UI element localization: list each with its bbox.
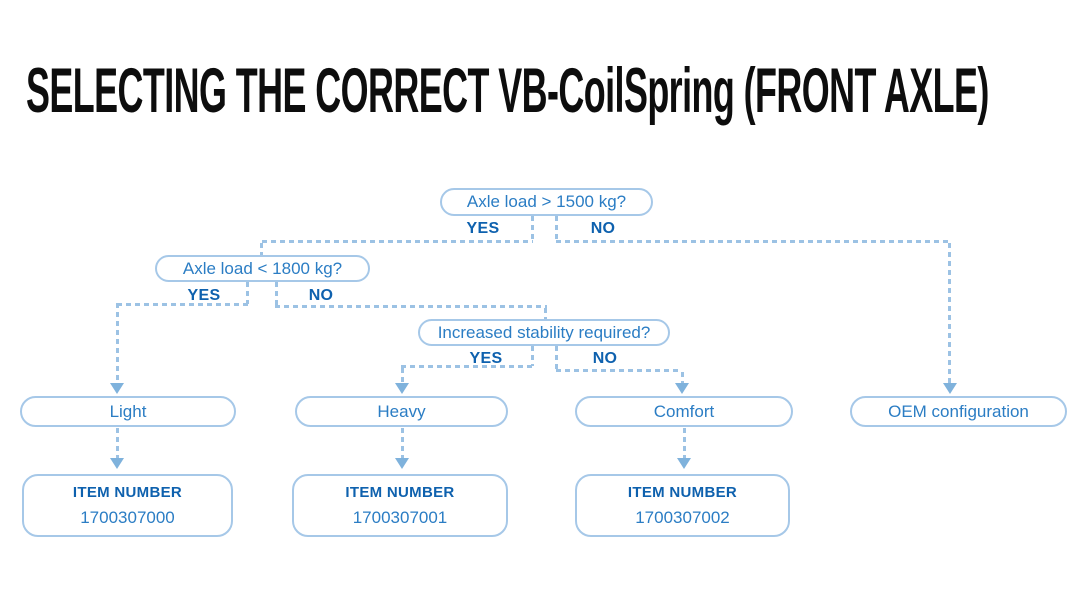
item-number-label: ITEM NUMBER: [72, 483, 183, 501]
item-number-box-heavy: ITEM NUMBER 1700307001: [292, 474, 508, 537]
connector-yes-2-stub: [246, 282, 249, 304]
decision-1-no-label: NO: [590, 220, 616, 237]
arrow-down-icon: [943, 383, 957, 394]
item-number-label: ITEM NUMBER: [627, 483, 738, 501]
arrow-down-icon: [675, 383, 689, 394]
decision-axle-load-gt-1500: Axle load > 1500 kg?: [440, 188, 653, 216]
decision-2-yes-label: YES: [187, 287, 221, 304]
option-comfort: Comfort: [575, 396, 793, 427]
connector-to-light: [116, 303, 119, 383]
connector-to-oem: [948, 243, 951, 383]
page-title: SELECTING THE CORRECT VB-CoilSpring (FRO…: [26, 56, 989, 126]
connector-yes-3-stub: [531, 346, 534, 366]
connector-to-decision-3: [544, 308, 547, 319]
decision-1-yes-label: YES: [466, 220, 500, 237]
decision-2-no-label: NO: [308, 287, 334, 304]
item-number-value: 1700307001: [352, 507, 448, 527]
connector-no-1-stub: [555, 216, 558, 241]
arrow-down-icon: [110, 458, 124, 469]
connector-to-decision-2: [260, 243, 263, 255]
connector-no-2-line: [275, 305, 547, 308]
connector-no-2-stub: [275, 282, 278, 306]
connector-no-1-line: [556, 240, 951, 243]
arrow-down-icon: [677, 458, 691, 469]
item-number-label: ITEM NUMBER: [345, 483, 455, 501]
connector-comfort-to-item: [683, 428, 686, 458]
decision-3-no-label: NO: [592, 350, 618, 367]
decision-axle-load-lt-1800: Axle load < 1800 kg?: [155, 255, 370, 282]
arrow-down-icon: [110, 383, 124, 394]
arrow-down-icon: [395, 458, 409, 469]
option-light: Light: [20, 396, 236, 427]
connector-yes-1-stub: [531, 216, 534, 241]
option-heavy: Heavy: [295, 396, 508, 427]
option-oem-configuration: OEM configuration: [850, 396, 1067, 427]
connector-to-comfort: [681, 372, 684, 383]
connector-yes-1-line: [262, 240, 533, 243]
arrow-down-icon: [395, 383, 409, 394]
connector-to-heavy: [401, 368, 404, 383]
connector-light-to-item: [116, 428, 119, 458]
item-number-box-light: ITEM NUMBER 1700307000: [22, 474, 233, 537]
item-number-value: 1700307002: [635, 507, 730, 527]
connector-heavy-to-item: [401, 428, 404, 458]
decision-3-yes-label: YES: [469, 350, 503, 367]
connector-no-3-line: [556, 369, 682, 372]
item-number-box-comfort: ITEM NUMBER 1700307002: [575, 474, 790, 537]
connector-no-3-stub: [555, 346, 558, 370]
connector-yes-2-line: [117, 303, 248, 306]
item-number-value: 1700307000: [80, 507, 175, 527]
connector-yes-3-line: [401, 365, 532, 368]
decision-increased-stability: Increased stability required?: [418, 319, 670, 346]
